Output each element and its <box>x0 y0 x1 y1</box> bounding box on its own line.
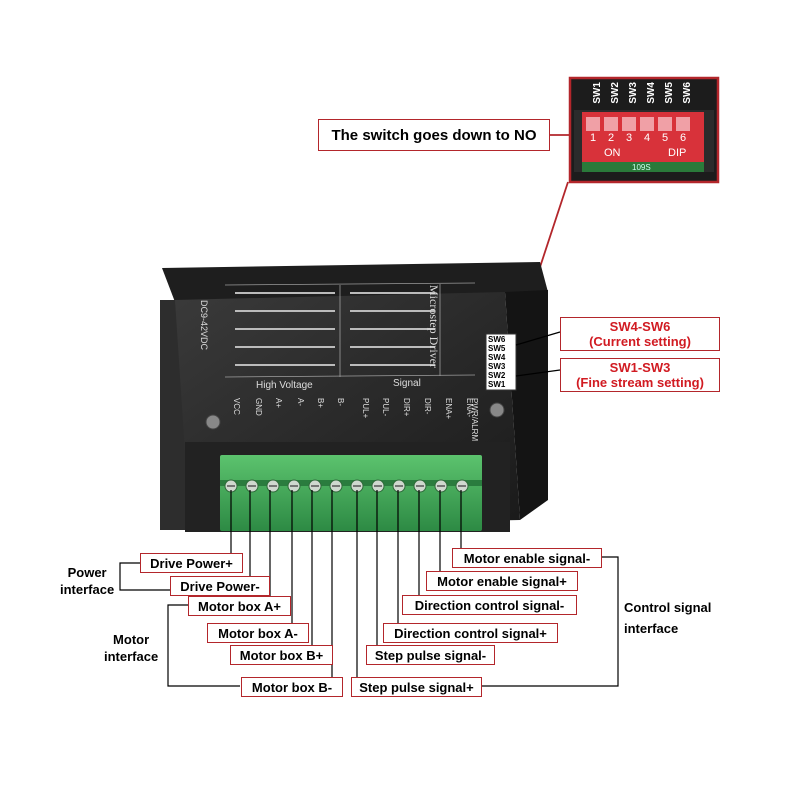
label-enable-minus: Motor enable signal- <box>452 548 602 568</box>
fine-setting-box: SW1-SW3 (Fine stream setting) <box>560 358 720 392</box>
power-interface-label: Power interface <box>60 565 115 597</box>
current-setting-title: SW4-SW6 <box>609 319 671 334</box>
side-switch-label: SW1 <box>488 380 506 389</box>
current-setting-desc: (Current setting) <box>589 334 691 349</box>
label-motor-a-plus: Motor box A+ <box>188 596 291 616</box>
label-drive-power-plus: Drive Power+ <box>140 553 243 573</box>
control-interface-label: Control signal interface <box>624 600 712 636</box>
dip-switch-name: SW1 <box>592 82 603 104</box>
dip-switch-name: SW4 <box>646 82 657 104</box>
dip-switch-name: SW5 <box>664 82 675 104</box>
side-switch-label: SW4 <box>488 353 506 362</box>
label-step-plus: Step pulse signal+ <box>351 677 482 697</box>
motor-interface-label: Motor interface <box>104 632 159 664</box>
label-direction-plus: Direction control signal+ <box>383 623 558 643</box>
driver-voltage: DC9-42VDC <box>199 300 209 351</box>
switch-note-text: The switch goes down to NO <box>331 126 537 144</box>
dip-switch-number: 1 <box>590 132 597 144</box>
signal-label: Signal <box>393 378 421 389</box>
dip-switch-name: SW6 <box>682 82 693 104</box>
switch-note-box: The switch goes down to NO <box>318 119 550 151</box>
dip-switch-number: 4 <box>644 132 651 144</box>
label-motor-b-plus: Motor box B+ <box>230 645 333 665</box>
current-setting-box: SW4-SW6 (Current setting) <box>560 317 720 351</box>
terminal-screws <box>224 479 469 493</box>
dip-dip-label: DIP <box>668 147 687 159</box>
label-drive-power-minus: Drive Power- <box>170 576 270 596</box>
fine-setting-desc: (Fine stream setting) <box>576 375 704 390</box>
label-motor-b-minus: Motor box B- <box>241 677 343 697</box>
driver-title: Microstep Driver <box>427 285 441 368</box>
high-voltage-label: High Voltage <box>256 380 313 391</box>
label-step-minus: Step pulse signal- <box>366 645 495 665</box>
fine-setting-title: SW1-SW3 <box>609 360 671 375</box>
pwr-alarm-label: PWR/ALRM <box>470 398 479 442</box>
dip-switch-names: SW1 SW2 SW3 SW4 SW5 SW6 <box>592 82 702 108</box>
leader-lines <box>119 331 619 687</box>
dip-switch-number: 5 <box>662 132 669 144</box>
side-switch-label: SW5 <box>488 344 506 353</box>
dip-switch-number: 6 <box>680 132 687 144</box>
side-switch-label: SW2 <box>488 371 506 380</box>
label-direction-minus: Direction control signal- <box>402 595 577 615</box>
side-switch-label: SW3 <box>488 362 506 371</box>
label-motor-a-minus: Motor box A- <box>207 623 309 643</box>
dip-switch-photo <box>568 76 720 184</box>
label-enable-plus: Motor enable signal+ <box>426 571 578 591</box>
dip-part-code: 109S <box>632 163 651 172</box>
dip-switch-number: 3 <box>626 132 633 144</box>
dip-switch-name: SW3 <box>628 82 639 104</box>
terminal-block <box>220 455 482 531</box>
dip-switch-name: SW2 <box>610 82 621 104</box>
side-switch-label: SW6 <box>488 335 506 344</box>
dip-on-label: ON <box>604 147 621 159</box>
dip-switch-number: 2 <box>608 132 615 144</box>
